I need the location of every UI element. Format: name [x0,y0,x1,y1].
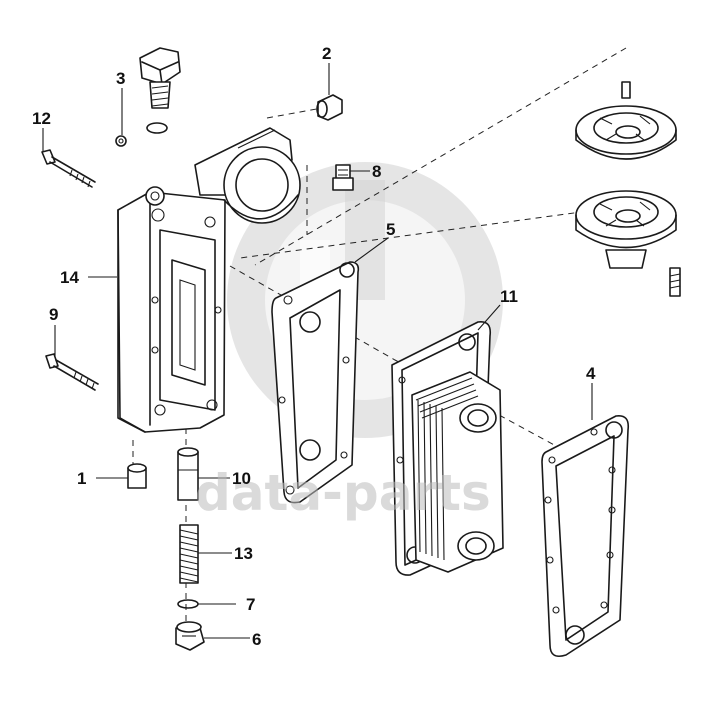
thermostat-assembly [575,81,681,297]
callout-12: 12 [32,109,51,128]
fitting-part-8 [332,164,354,191]
plug-part-1 [127,463,147,489]
plug-part-2 [316,94,343,121]
callout-9: 9 [49,305,58,324]
cooler-core-part-11 [391,320,504,576]
callout-4: 4 [586,364,596,383]
callout-5: 5 [386,220,395,239]
callout-11: 11 [500,287,518,306]
hex-bolt-assembly [139,47,181,134]
gasket-part-4 [541,414,630,658]
callout-1: 1 [77,469,86,488]
callout-labels: 3 2 12 8 5 14 9 11 4 1 10 13 7 6 [32,44,596,649]
callout-6: 6 [252,630,261,649]
spring-part-13 [179,524,199,584]
gasket-part-5 [271,261,360,504]
watermark-text: data-parts [195,464,491,522]
callout-10: 10 [232,469,251,488]
callout-7: 7 [246,595,255,614]
callout-3: 3 [116,69,125,88]
valve-piston-part-10 [177,447,199,501]
bolt-part-9 [45,353,99,391]
plug-screw-part-6 [175,621,205,651]
callout-2: 2 [322,44,331,63]
oil-cooler-housing-part-14 [117,127,301,433]
screw-part-3 [115,135,127,147]
callout-8: 8 [372,162,381,181]
o-ring-part-7 [177,599,199,609]
bolt-part-12 [41,149,96,188]
callout-14: 14 [60,268,79,287]
callout-13: 13 [234,544,253,563]
leader-lines [42,63,593,639]
